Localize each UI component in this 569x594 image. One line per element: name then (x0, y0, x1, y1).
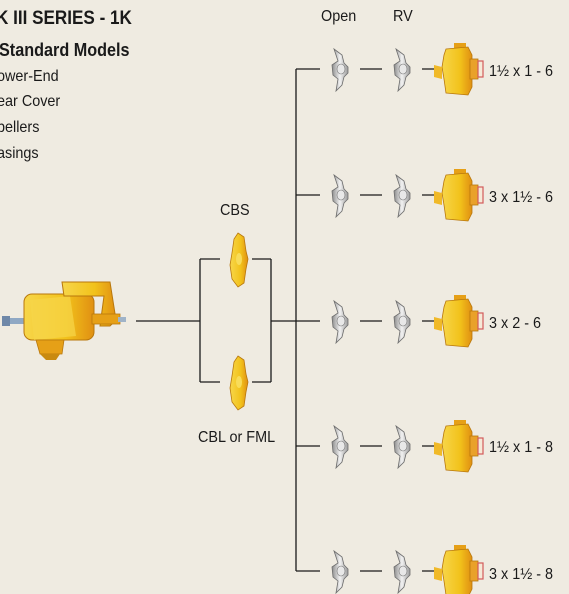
open-impeller-image (332, 426, 348, 468)
rv-impeller-image (394, 175, 410, 217)
casing-image (434, 545, 483, 594)
casing-image (434, 169, 483, 221)
open-impeller-image (332, 301, 348, 343)
cbs-cover-image (230, 233, 248, 287)
rv-impeller-image (394, 49, 410, 91)
rv-impeller-image (394, 551, 410, 593)
open-impeller-image (332, 551, 348, 593)
power-end-image (2, 282, 126, 360)
cbl-cover-image (230, 356, 248, 410)
rv-impeller-image (394, 426, 410, 468)
rv-impeller-image (394, 301, 410, 343)
casing-image (434, 43, 483, 95)
open-impeller-image (332, 49, 348, 91)
open-impeller-image (332, 175, 348, 217)
casing-image (434, 420, 483, 472)
casing-image (434, 295, 483, 347)
